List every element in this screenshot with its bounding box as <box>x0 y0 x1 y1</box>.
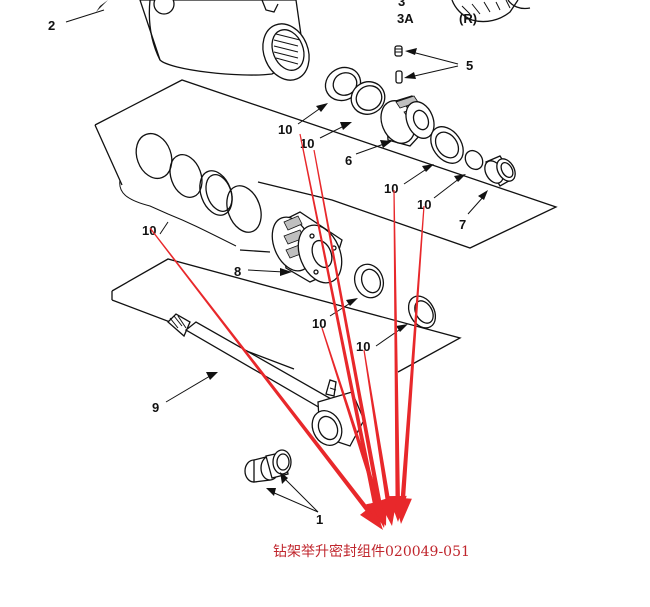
o-rings-set <box>119 132 262 247</box>
red-arrow-5 <box>393 206 425 524</box>
label-10-e: 10 <box>142 223 156 238</box>
red-arrow-7 <box>363 349 397 526</box>
seal-ring-mid <box>353 263 385 299</box>
red-arrow-2 <box>299 133 384 528</box>
red-arrow-6 <box>321 327 387 526</box>
label-r: (R) <box>459 11 477 26</box>
seal-ring-upper-2 <box>350 81 386 115</box>
label-10-b: 10 <box>300 136 314 151</box>
part-6-piston <box>380 95 435 147</box>
label-10-f: 10 <box>312 316 326 331</box>
part-3-partial <box>451 0 531 23</box>
red-arrow-3 <box>313 149 389 528</box>
part-number-labels: 2 3 3A (R) 5 10 10 6 10 10 7 10 8 10 10 … <box>48 0 477 527</box>
red-arrow-4 <box>388 190 407 522</box>
part-2-cylinder-barrel <box>65 0 310 81</box>
label-10-c: 10 <box>384 181 398 196</box>
label-5: 5 <box>466 58 473 73</box>
label-6: 6 <box>345 153 352 168</box>
part-9-piston-rod <box>167 313 365 447</box>
label-9: 9 <box>152 400 159 415</box>
part-1-bushings <box>244 449 292 483</box>
label-3: 3 <box>398 0 405 9</box>
label-10-a: 10 <box>278 122 292 137</box>
seal-kit-outline-lower <box>111 258 462 373</box>
seal-kit-outline-upper <box>94 79 558 253</box>
label-2: 2 <box>48 18 55 33</box>
label-3a: 3A <box>397 11 414 26</box>
label-1: 1 <box>316 512 323 527</box>
leader-lines <box>159 103 488 513</box>
label-7: 7 <box>459 217 466 232</box>
seal-ring-lower-right <box>407 295 437 329</box>
label-10-g: 10 <box>356 339 370 354</box>
o-ring-small <box>464 149 484 171</box>
seal-ring-wiper <box>430 126 464 164</box>
part-7-bushing <box>484 155 516 187</box>
part-5-pins <box>394 45 459 84</box>
red-arrow-1 <box>149 227 383 530</box>
label-10-d: 10 <box>417 197 431 212</box>
red-annotation-arrows <box>149 133 425 530</box>
label-8: 8 <box>234 264 241 279</box>
caption: 钻架举升密封组件020049-051 <box>273 543 470 560</box>
